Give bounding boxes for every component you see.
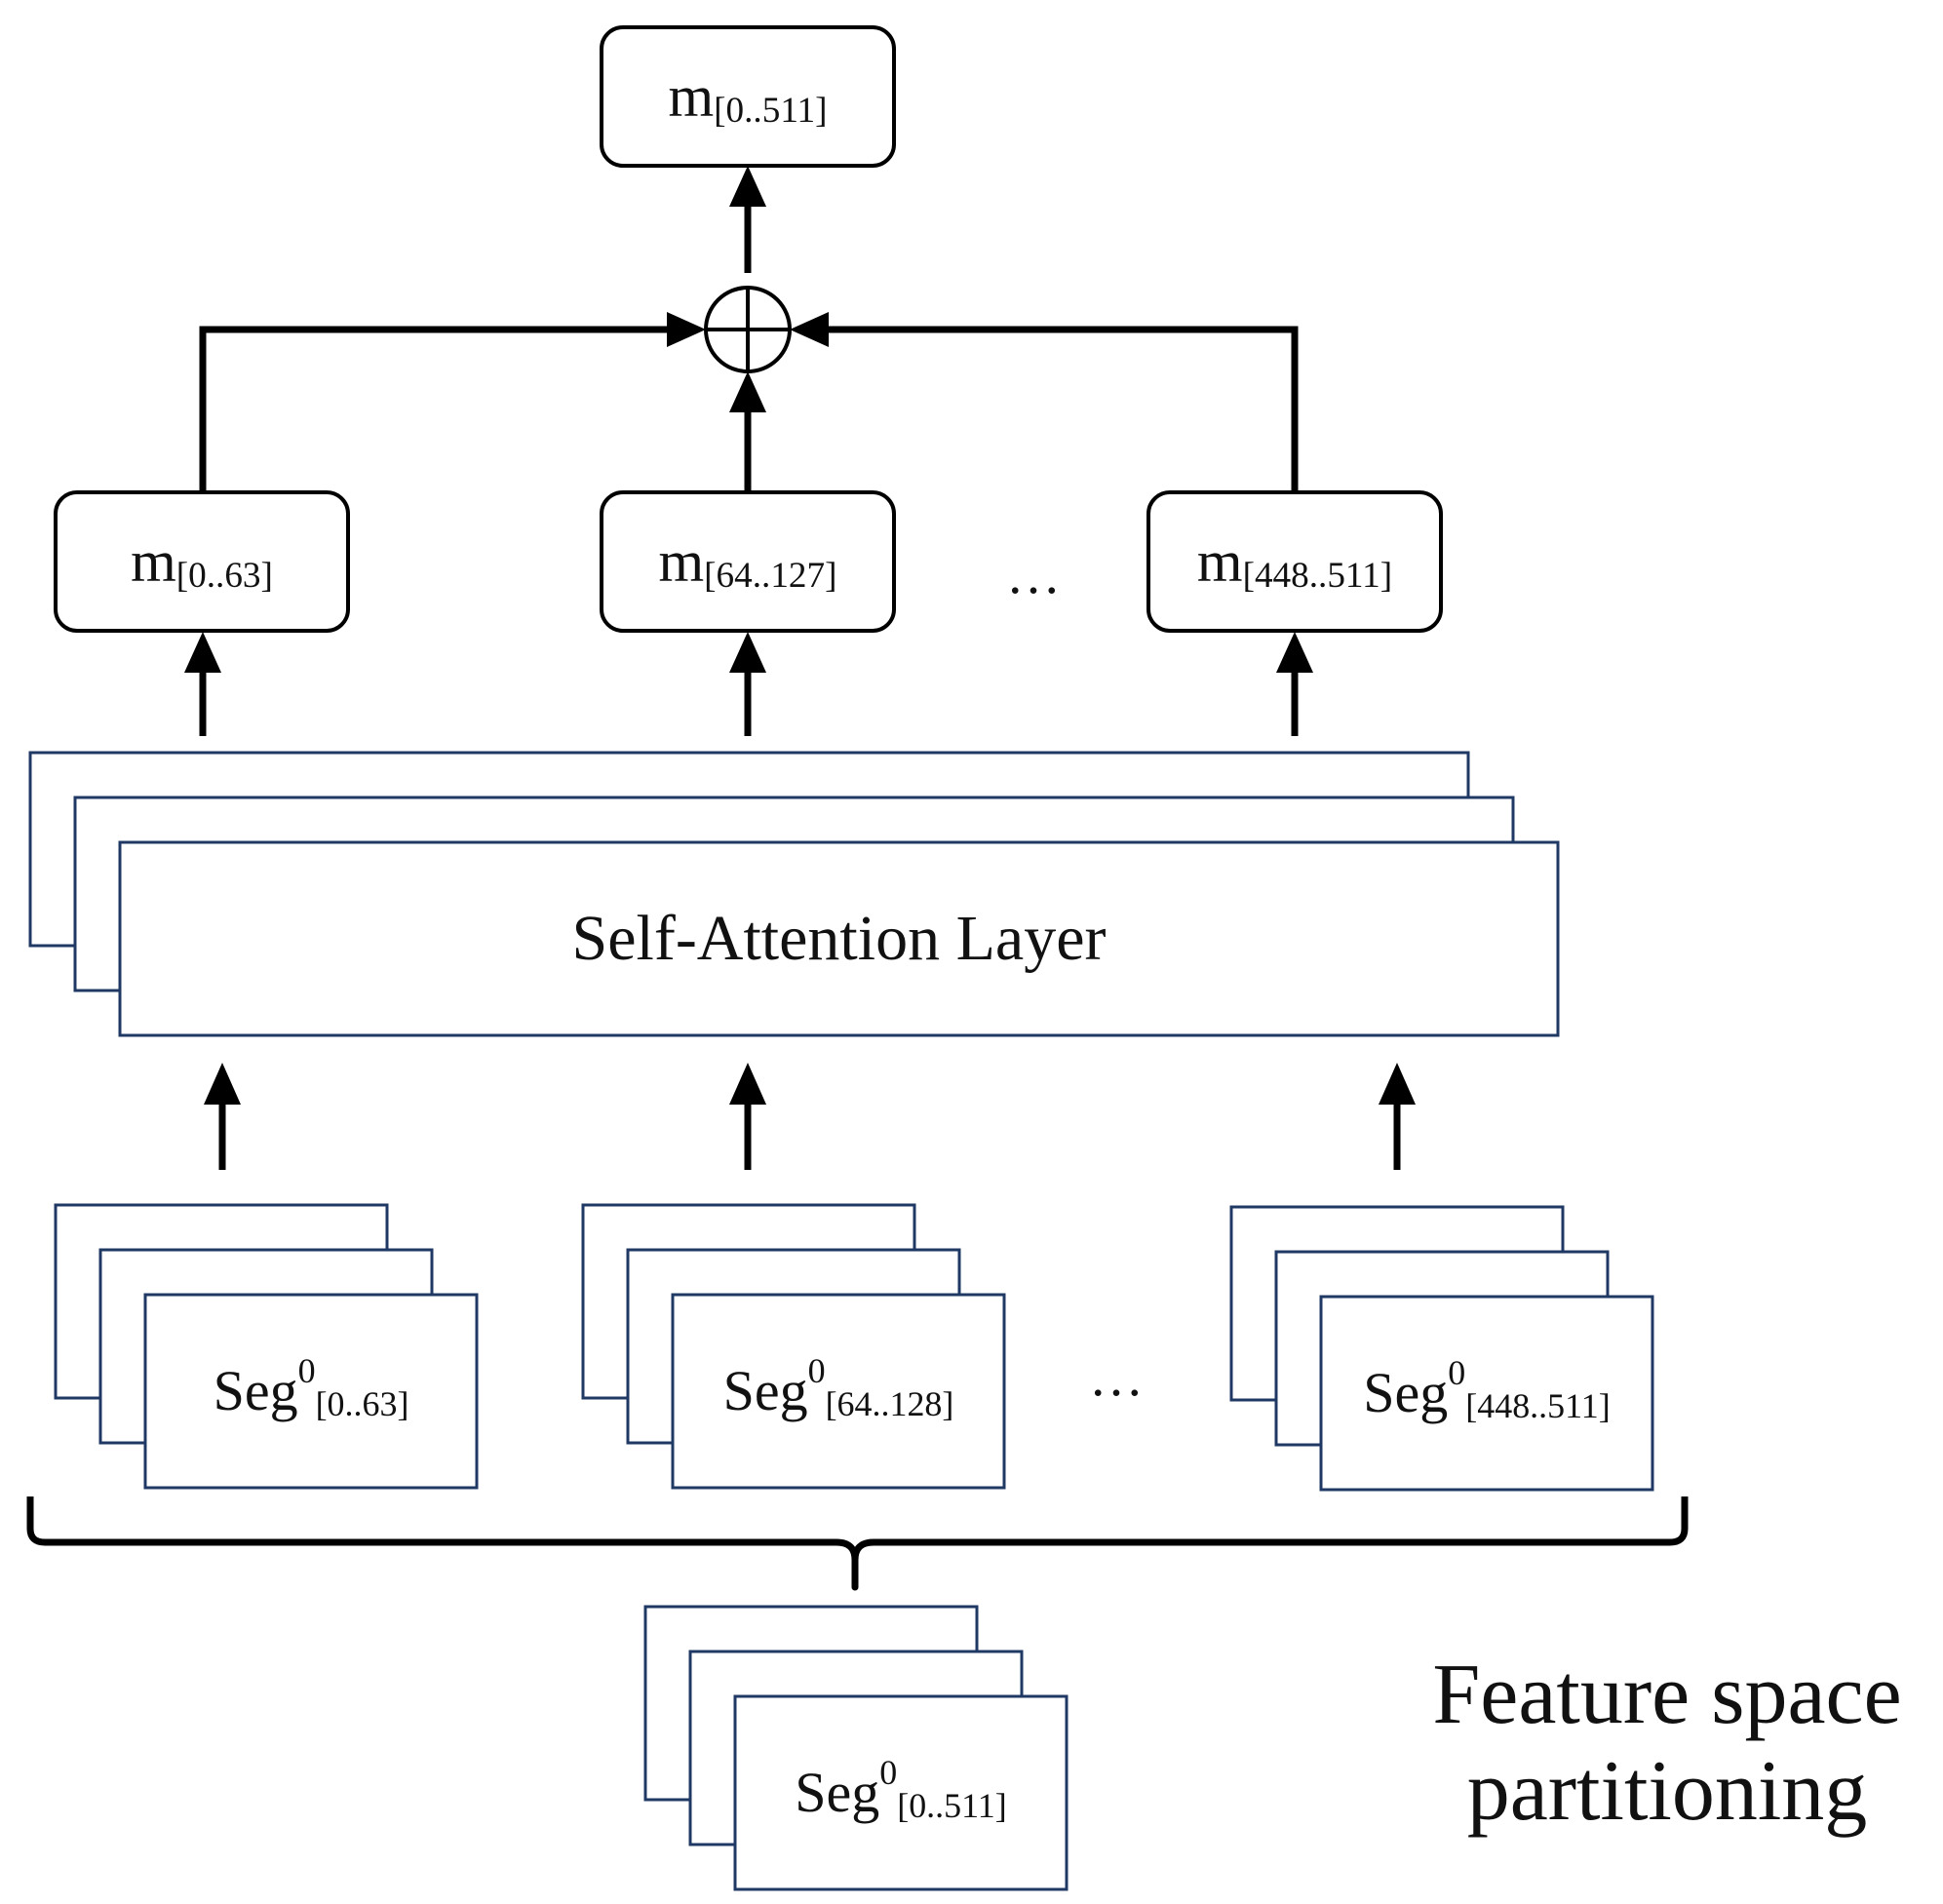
head-label-1-sub: [0..63]	[175, 555, 273, 596]
arrow-left-icon	[790, 312, 829, 347]
circle-plus-icon	[704, 286, 792, 373]
arrow-right-icon	[667, 312, 706, 347]
output-label-base: m	[668, 64, 715, 129]
caption-line-2: partitioning	[1466, 1743, 1868, 1839]
input-segment-label-sup: 0	[879, 1753, 898, 1793]
heads-ellipsis: …	[1006, 545, 1061, 605]
head-box-1	[54, 490, 350, 633]
head-label-2-base: m	[658, 529, 705, 594]
segment-label-2-sup: 0	[807, 1351, 826, 1391]
arrow-up-icon	[729, 632, 766, 673]
output-label-sub: [0..511]	[714, 90, 828, 131]
connector-head-left	[199, 326, 667, 492]
arrow-up-icon	[1379, 1063, 1416, 1105]
arrow-up-icon	[184, 632, 221, 673]
head-label-3: m[448..511]	[1148, 492, 1441, 631]
head-box-2	[600, 490, 896, 633]
segment-label-1-base: Seg	[213, 1359, 298, 1422]
attention-label: Self-Attention Layer	[571, 903, 1107, 974]
curly-brace-icon	[26, 1496, 1689, 1591]
connector-head-right	[829, 326, 1299, 492]
segment-stack-1	[54, 1203, 479, 1490]
arrow-up-icon	[729, 166, 766, 207]
head-label-3-base: m	[1196, 529, 1243, 594]
input-segment-label-base: Seg	[795, 1761, 880, 1824]
segment-label-2-sub: [64..128]	[825, 1383, 954, 1423]
segment-label-3-sup: 0	[1448, 1353, 1466, 1393]
segment-stack-3	[1229, 1205, 1654, 1492]
attention-layer-stack	[28, 751, 1560, 1037]
segment-label-3-base: Seg	[1363, 1361, 1449, 1424]
segment-label-1-sup: 0	[297, 1351, 316, 1391]
head-label-2: m[64..127]	[602, 492, 894, 631]
head-label-1-base: m	[131, 529, 176, 594]
head-label-2-sub: [64..127]	[704, 555, 837, 596]
caption: Feature space partitioning	[1404, 1648, 1930, 1840]
arrow-up-icon	[729, 371, 766, 412]
arrow-up-icon	[204, 1063, 241, 1105]
arrow-up-icon	[729, 1063, 766, 1105]
head-label-3-sub: [448..511]	[1242, 555, 1393, 596]
input-segment-stack	[643, 1605, 1069, 1891]
input-segment-label-sub: [0..511]	[897, 1785, 1007, 1825]
segments-ellipsis: …	[1089, 1347, 1144, 1408]
arrow-up-icon	[1276, 632, 1313, 673]
segment-stack-2	[581, 1203, 1006, 1490]
head-label-1: m[0..63]	[56, 492, 348, 631]
head-box-3	[1146, 490, 1443, 633]
segment-label-3-sub: [448..511]	[1465, 1385, 1611, 1425]
caption-line-1: Feature space	[1432, 1648, 1902, 1742]
segment-label-2-base: Seg	[722, 1359, 808, 1422]
output-label: m[0..511]	[602, 27, 894, 166]
segment-label-1-sub: [0..63]	[315, 1383, 409, 1423]
